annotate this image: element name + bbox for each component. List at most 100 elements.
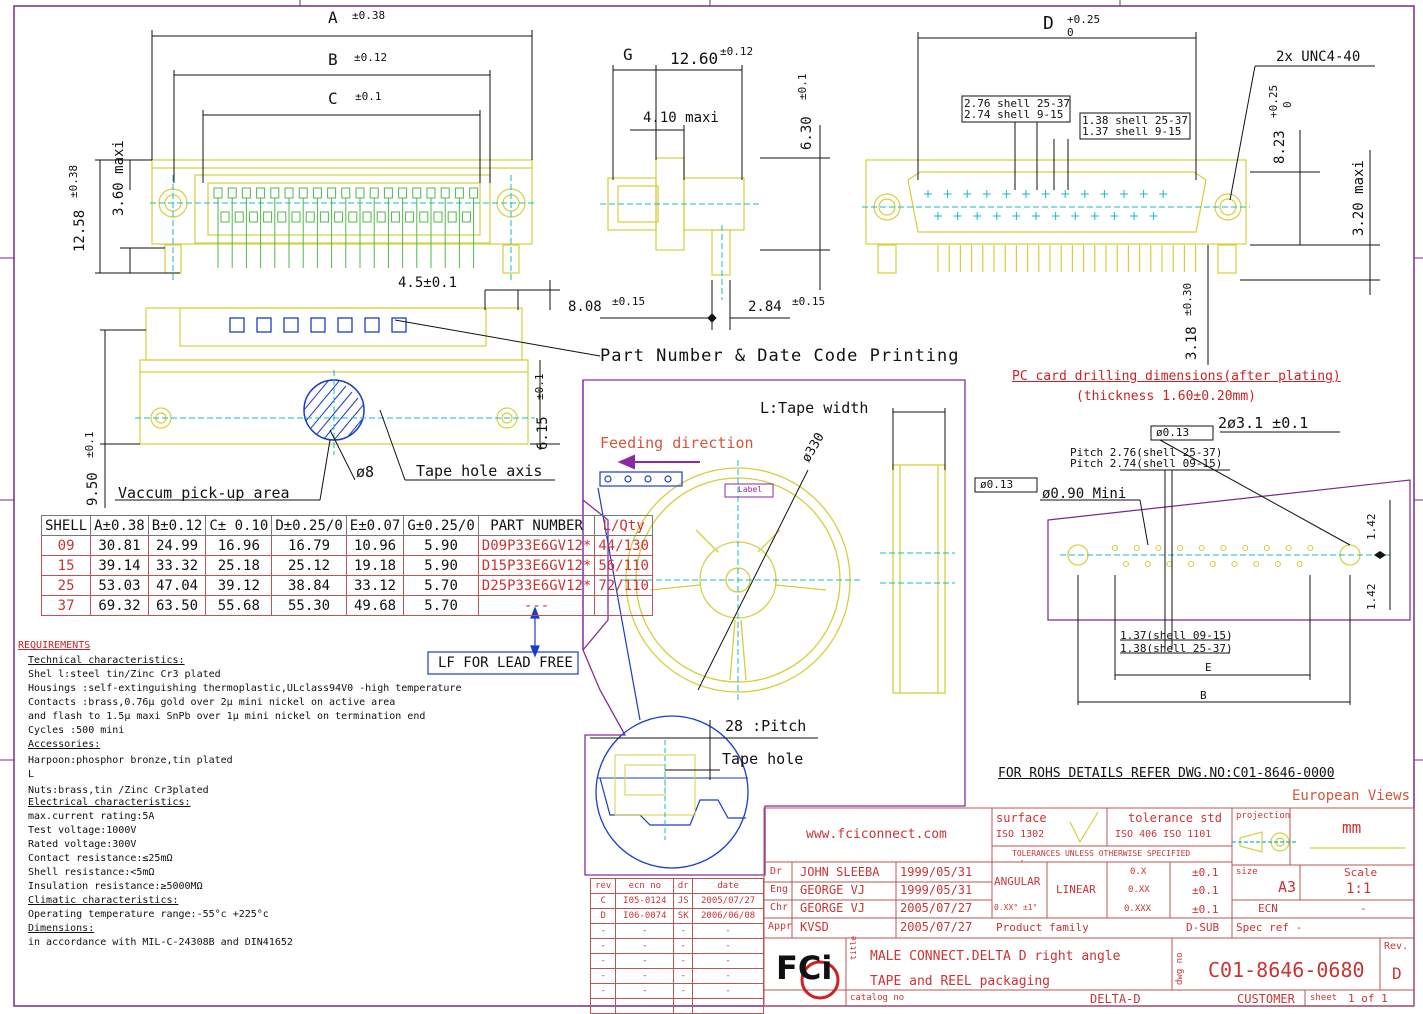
revision-header: rev <box>589 878 617 894</box>
pitch-28: 28 :Pitch <box>725 717 807 735</box>
requirement-line: Test voltage:1000V <box>28 825 137 836</box>
dim-b-tol: ±0.12 <box>354 51 388 64</box>
units: mm <box>1342 818 1362 837</box>
revision-row: ---- <box>589 998 764 1014</box>
contact-top <box>270 187 280 199</box>
tape-width: L:Tape width <box>760 399 869 417</box>
revision-cell: - <box>589 998 617 1014</box>
shell-table-cell: 63.50 <box>147 595 207 616</box>
shell-table-cell: 25.12 <box>271 555 347 576</box>
shell-table-cell: 33.32 <box>147 555 207 576</box>
dim-823: 8.23 <box>1272 130 1288 164</box>
sheet-label: sheet <box>1310 993 1338 1003</box>
contact-bottom <box>305 211 315 223</box>
lin-xx: 0.XX <box>1128 885 1150 895</box>
shell-274: 2.74 shell 9-15 <box>964 108 1064 121</box>
lin-x: 0.X <box>1130 867 1147 877</box>
front-view-dimensions <box>95 30 533 274</box>
dia8: ø8 <box>356 463 375 481</box>
website[interactable]: www.fciconnect.com <box>806 827 947 842</box>
rev-label: Rev. <box>1384 941 1409 952</box>
revision-cell: - <box>673 953 694 969</box>
pcb-b: B <box>1200 689 1207 702</box>
shell-table-cell: 72/110 <box>594 575 653 596</box>
dim-1258-tol: ±0.38 <box>67 164 80 198</box>
pcb-hole <box>1285 544 1292 552</box>
requirement-line: Contact resistance:≤25mΩ <box>28 853 173 864</box>
contact-top <box>383 187 393 199</box>
shell-table-cell: 37 <box>40 595 92 616</box>
contact-bottom <box>220 211 230 223</box>
tape-hole: Tape hole <box>722 750 804 768</box>
revision-cell: JS <box>673 893 694 909</box>
revision-header: ecn no <box>615 878 675 894</box>
revision-cell: - <box>673 923 694 939</box>
reel-label: Label <box>738 485 763 494</box>
requirement-line: Cycles :500 mini <box>28 725 125 736</box>
revision-row: ---- <box>589 938 764 954</box>
ecn-label: ECN <box>1258 902 1278 915</box>
shell-table-header: D±0.25/0 <box>271 515 347 536</box>
contact-top <box>213 187 223 199</box>
pcb-137: 1.37(shell 09-15) <box>1120 629 1233 642</box>
revision-cell: 2006/06/08 <box>692 908 764 924</box>
fci-logo-text: FCi <box>776 949 833 987</box>
shell-table-cell: 38.84 <box>271 575 347 596</box>
dim-318: 3.18 <box>1184 326 1200 360</box>
shell-table-cell: 55.68 <box>205 595 273 616</box>
contact-top <box>426 187 436 199</box>
dim-823-tol2: 0 <box>1281 101 1294 108</box>
shell-table-cell: 49.68 <box>345 595 405 616</box>
lf-note: LF FOR LEAD FREE <box>438 655 573 671</box>
sheet-value: 1 of 1 <box>1348 992 1388 1005</box>
dim-284-tol: ±0.15 <box>792 295 826 308</box>
shell-table-cell: 25 <box>40 575 92 596</box>
shell-table-cell: D09P33E6GV12* <box>477 535 596 556</box>
contact-bottom <box>348 211 358 223</box>
european-views: European Views <box>1292 788 1411 804</box>
contact-top <box>341 187 351 199</box>
dim-c-label: C <box>328 89 338 108</box>
pcb-hole <box>1133 544 1140 552</box>
requirement-line: Nuts:brass,tin /Zinc Cr3plated <box>28 785 209 796</box>
dim-c-tol: ±0.1 <box>355 90 382 103</box>
reel <box>625 464 946 694</box>
shell-table-cell: 69.32 <box>90 595 149 616</box>
product-family-label: Product family <box>996 921 1089 934</box>
vacuum-pickup-circle <box>303 379 365 441</box>
revision-cell: - <box>589 923 617 939</box>
revision-row: ---- <box>589 953 764 969</box>
revision-cell: - <box>615 923 675 939</box>
unc-callout: 2x UNC4-40 <box>1276 49 1361 65</box>
shell-table-cell: 56/110 <box>594 555 653 576</box>
dim-318-tol: ±0.30 <box>1181 282 1194 316</box>
contact-top <box>241 187 251 199</box>
catalog-value: DELTA-D <box>1090 992 1141 1006</box>
shell-table-cell: 16.79 <box>271 535 347 556</box>
shell-table-cell <box>594 595 653 616</box>
pcb-hole <box>1198 544 1205 552</box>
contact-bottom <box>362 211 372 223</box>
requirement-line: in accordance with MIL-C-24308B and DIN4… <box>28 937 293 948</box>
contact-bottom <box>319 211 329 223</box>
contact-top <box>298 187 308 199</box>
requirement-line: Housings :self-extinguishing thermoplast… <box>28 683 462 694</box>
dim-360: 3.60 maxi <box>111 140 127 216</box>
revision-row: ---- <box>589 983 764 999</box>
lin-xxx-tol: ±0.1 <box>1192 903 1219 916</box>
dim-823-tol: +0.25 <box>1267 84 1280 118</box>
requirement-line: Accessories: <box>28 739 101 750</box>
shell-table-cell: D15P33E6GV12* <box>477 555 596 576</box>
dim-615: 6.15 <box>535 416 551 450</box>
projection-label: projection <box>1236 811 1291 821</box>
contact-top <box>412 187 422 199</box>
contact-bottom <box>419 211 429 223</box>
revision-cell: I06-0074 <box>615 908 675 924</box>
pcb-hole <box>1307 544 1314 552</box>
tolerances-unless: TOLERANCES UNLESS OTHERWISE SPECIFIED <box>1012 849 1191 858</box>
contact-bottom <box>234 211 244 223</box>
shell-table-cell: 53.03 <box>90 575 149 596</box>
appr-label: Appr <box>768 921 793 932</box>
shell-table-cell: 10.96 <box>345 535 405 556</box>
shell-table-cell: 5.90 <box>403 535 479 556</box>
